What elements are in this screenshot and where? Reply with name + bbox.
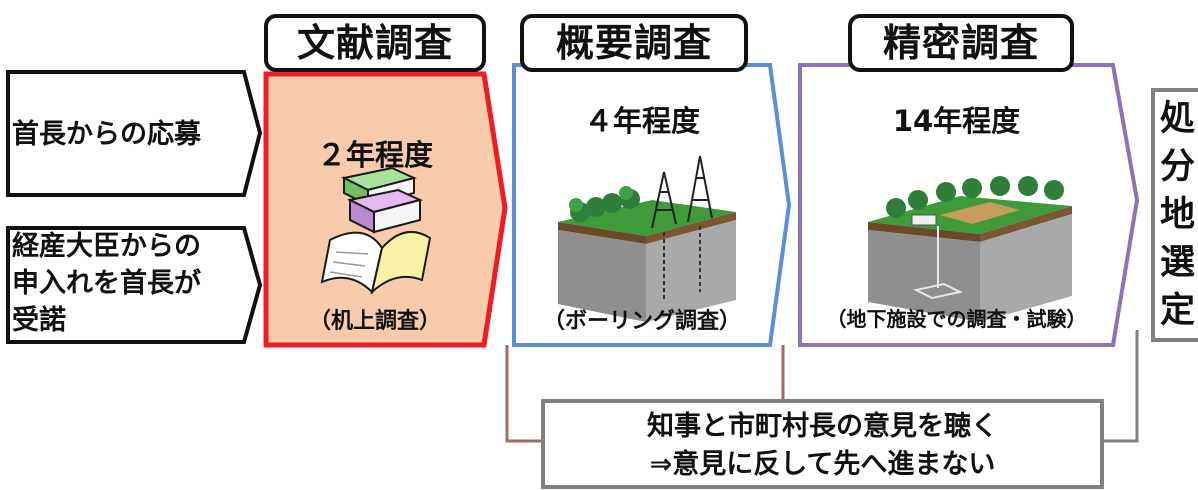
intro-arrow-1 <box>6 70 263 197</box>
final-stage-char-5: 定 <box>1160 291 1196 331</box>
intro-step-request-line-3: 受諾 <box>12 305 66 336</box>
condition-box: 知事と市町村長の意見を聴く ⇒意見に反して先へ進まない <box>541 399 1104 489</box>
condition-connector-right <box>1104 330 1139 443</box>
stage-period-detailed: 14年程度 <box>892 104 1021 138</box>
final-stage-char-4: 選 <box>1160 243 1196 283</box>
books-icon <box>320 166 432 295</box>
intro-arrow-2 <box>6 226 263 344</box>
intro-step-request-line-1: 経産大臣からの <box>12 231 201 262</box>
drilling-site-icon <box>558 155 736 322</box>
final-stage-char-1: 処 <box>1160 99 1196 139</box>
condition-line-2: ⇒意見に反して先へ進まない <box>649 449 996 480</box>
final-stage-char-2: 分 <box>1160 147 1196 187</box>
stage-period-preliminary: ４年程度 <box>583 104 700 138</box>
underground-facility-icon <box>868 176 1072 322</box>
intro-step-request-line-2: 申入れを首長が <box>12 268 201 299</box>
final-stage-box <box>1151 88 1198 342</box>
stage-period-literature: ２年程度 <box>316 138 433 172</box>
condition-line-1: 知事と市町村長の意見を聴く <box>647 411 998 442</box>
stage-title-preliminary: 概要調査 <box>520 14 748 72</box>
stage-method-preliminary: （ボーリング調査） <box>542 309 741 334</box>
intro-step-applying: 首長からの応募 <box>12 119 201 150</box>
final-stage-char-3: 地 <box>1160 195 1196 235</box>
stage-title-detailed: 精密調査 <box>848 14 1074 72</box>
stage-method-detailed: （地下施設での調査・試験） <box>826 307 1087 331</box>
stage-method-literature: （机上調査） <box>308 309 441 334</box>
condition-connector-left <box>505 345 541 443</box>
stage-title-literature: 文献調査 <box>264 14 486 72</box>
